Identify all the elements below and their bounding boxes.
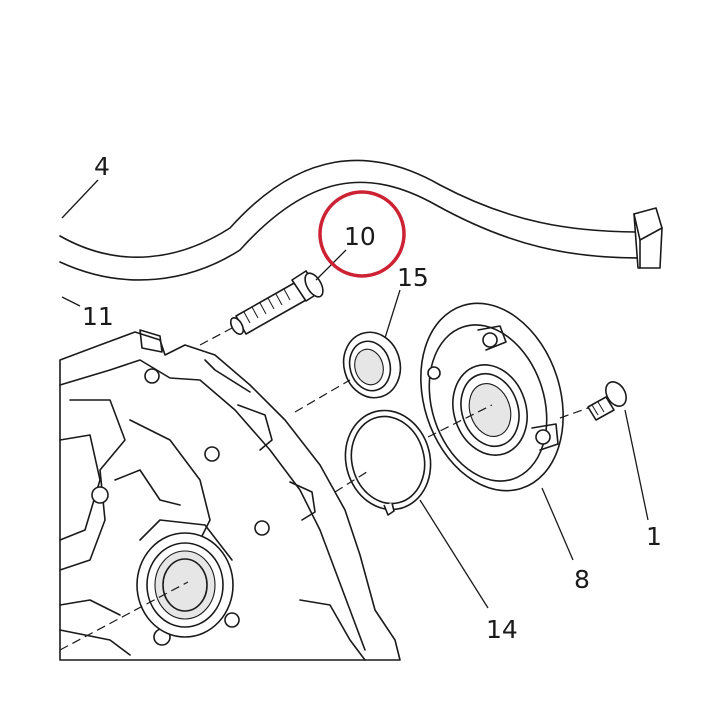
- bolt: [229, 270, 324, 335]
- flange-plate: [420, 302, 564, 492]
- leader-lines: [61, 179, 649, 609]
- housing: [59, 329, 401, 661]
- circlip: [344, 409, 432, 516]
- callout-14: 14: [486, 615, 518, 644]
- highlight-circle-icon: [318, 190, 406, 278]
- assembly-axes: [59, 327, 589, 651]
- callout-15: 15: [397, 263, 429, 292]
- callout-4: 4: [94, 152, 110, 181]
- callout-10: 10: [344, 222, 376, 251]
- callout-1: 1: [646, 522, 662, 551]
- screw: [587, 381, 627, 421]
- callout-8: 8: [574, 565, 590, 594]
- callout-labels: 4 10 11 15 1 8 14: [82, 152, 662, 644]
- cable: [59, 159, 663, 281]
- callout-11: 11: [82, 302, 114, 331]
- seal: [342, 331, 402, 399]
